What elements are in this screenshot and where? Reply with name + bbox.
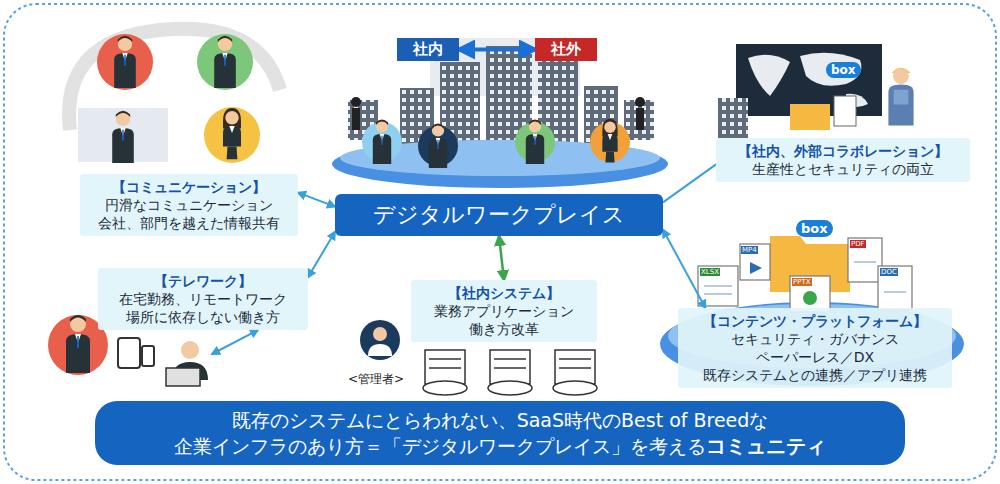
outside-tag: 社外 (535, 38, 597, 61)
file-type: PDF (850, 240, 866, 248)
file-type: PPTX (792, 278, 812, 286)
topic-box: 【コンテンツ・プラットフォーム】セキュリティ・ガバナンスペーパーレス／DX既存シ… (678, 308, 952, 388)
emphasis-text: コミュニティ (706, 434, 826, 458)
logo-label: box (796, 220, 833, 237)
inside-tag: 社内 (397, 38, 459, 61)
topic-heading: 【社内、外部コラボレーション】 (724, 142, 962, 160)
box-label: デジタルワークプレイス (341, 201, 657, 229)
topic-line: 場所に依存しない働き方 (106, 308, 300, 326)
band-text: 既存のシステムにとらわれない、SaaS時代のBest of Breedな (105, 407, 895, 433)
topic-line: 在宅勤務、リモートワーク (106, 290, 300, 308)
connector (459, 48, 535, 52)
topic-box: 【社内、外部コラボレーション】生産性とセキュリティの両立 (716, 138, 970, 182)
topic-line: 生産性とセキュリティの両立 (724, 160, 962, 178)
connector (298, 193, 335, 207)
topic-box: 【社内システム】業務アプリケーション働き方改革 (411, 280, 597, 342)
topic-box: 【コミュニケーション】円滑なコミュニケーション会社、部門を越えた情報共有 (80, 174, 298, 236)
topic-box: 【テレワーク】在宅勤務、リモートワーク場所に依存しない働き方 (98, 268, 308, 330)
topic-line: 既存システムとの連携／アプリ連携 (686, 366, 944, 384)
box-label: 社内 (397, 40, 459, 59)
topic-line: 働き方改革 (419, 320, 589, 338)
band-text: 企業インフラのあり方＝「デジタルワークプレイス」を考える (174, 435, 706, 457)
summary-band: 既存のシステムにとらわれない、SaaS時代のBest of Breedな企業イン… (95, 401, 905, 465)
role-label: <管理者> (346, 371, 406, 388)
topic-line: 円滑なコミュニケーション (88, 196, 290, 214)
topic-line: 会社、部門を越えた情報共有 (88, 214, 290, 232)
file-type: MP4 (741, 246, 758, 254)
box-label: 社外 (535, 40, 597, 59)
hub-box: デジタルワークプレイス (335, 194, 663, 236)
topic-heading: 【コミュニケーション】 (88, 178, 290, 196)
topic-heading: 【コンテンツ・プラットフォーム】 (686, 312, 944, 330)
connector (499, 236, 504, 280)
topic-line: 業務アプリケーション (419, 302, 589, 320)
topic-heading: 【テレワーク】 (106, 272, 300, 290)
file-type: DOC (880, 268, 898, 276)
topic-line: セキュリティ・ガバナンス (686, 330, 944, 348)
connector (663, 164, 716, 202)
topic-line: ペーパーレス／DX (686, 348, 944, 366)
topic-heading: 【社内システム】 (419, 284, 589, 302)
logo-label: box (826, 62, 861, 78)
connector (308, 232, 335, 277)
file-type: XLSX (700, 268, 720, 276)
